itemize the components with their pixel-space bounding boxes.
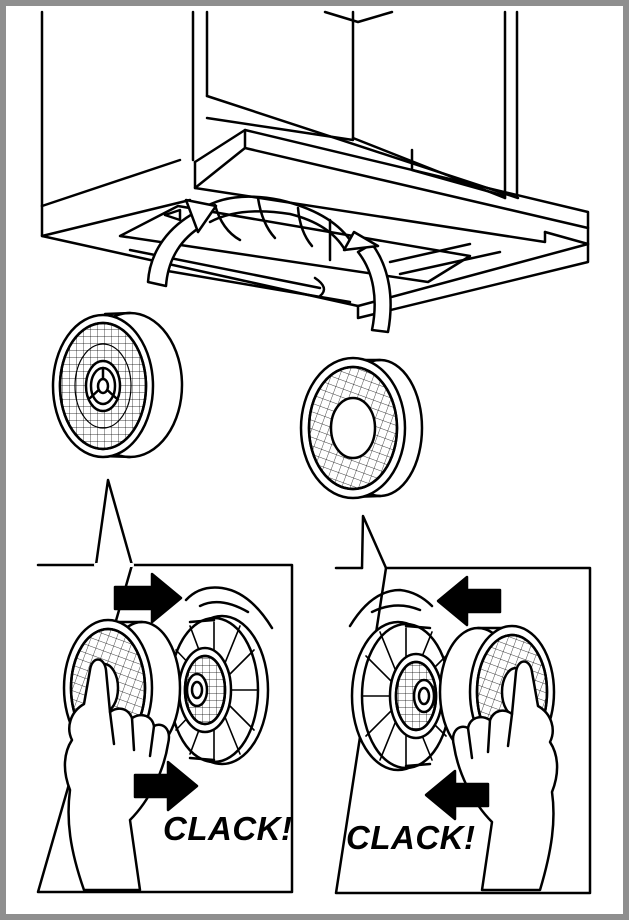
fan-grille-left	[168, 614, 270, 766]
insert-arrow-right	[342, 230, 392, 334]
clack-caption-right: CLACK!	[346, 819, 475, 856]
carbon-filter-left	[51, 311, 184, 459]
range-hood	[40, 10, 590, 320]
push-arrow-right-top	[113, 572, 183, 624]
fan-grille-right	[350, 620, 452, 772]
push-arrow-right-bottom	[133, 760, 199, 812]
carbon-filter-right	[299, 356, 424, 500]
insert-arrow-left	[146, 198, 218, 288]
push-arrow-left-top	[436, 575, 502, 627]
panel-left: CLACK!	[36, 563, 294, 894]
clack-caption-left: CLACK!	[163, 810, 292, 847]
panel-right: CLACK!	[334, 566, 592, 895]
push-arrow-left-bottom	[424, 769, 490, 821]
